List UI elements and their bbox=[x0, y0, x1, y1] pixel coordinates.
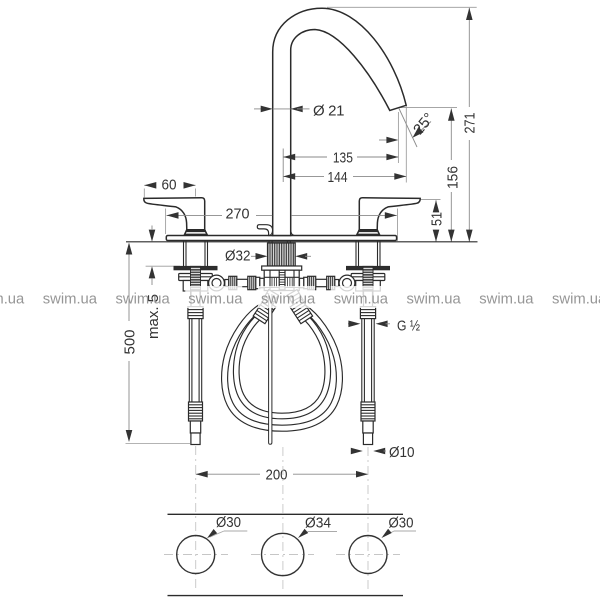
svg-text:156: 156 bbox=[444, 166, 461, 189]
svg-text:60: 60 bbox=[162, 177, 177, 194]
svg-text:500: 500 bbox=[122, 330, 139, 355]
svg-text:270: 270 bbox=[226, 206, 250, 223]
svg-text:Ø10: Ø10 bbox=[389, 444, 415, 461]
svg-text:Ø30: Ø30 bbox=[216, 514, 241, 531]
svg-text:51: 51 bbox=[428, 212, 445, 226]
svg-text:271: 271 bbox=[462, 113, 479, 134]
svg-text:200: 200 bbox=[266, 467, 288, 484]
svg-text:swim.ua: swim.ua bbox=[552, 292, 600, 308]
svg-text:swim.ua: swim.ua bbox=[407, 292, 462, 308]
svg-text:Ø32: Ø32 bbox=[225, 248, 251, 265]
svg-text:Ø30: Ø30 bbox=[389, 515, 414, 532]
svg-text:swim.ua: swim.ua bbox=[0, 292, 25, 308]
svg-text:swim.ua: swim.ua bbox=[116, 292, 171, 308]
svg-text:Ø34: Ø34 bbox=[305, 515, 331, 532]
svg-text:swim.ua: swim.ua bbox=[43, 292, 98, 308]
svg-text:G ½: G ½ bbox=[397, 318, 420, 335]
svg-text:swim.ua: swim.ua bbox=[188, 292, 243, 308]
svg-text:Ø 21: Ø 21 bbox=[313, 103, 345, 120]
svg-text:max. 5: max. 5 bbox=[145, 294, 162, 339]
svg-text:swim.ua: swim.ua bbox=[334, 292, 389, 308]
svg-text:swim.ua: swim.ua bbox=[261, 292, 316, 308]
svg-text:135: 135 bbox=[333, 150, 353, 167]
svg-text:swim.ua: swim.ua bbox=[479, 292, 534, 308]
svg-text:144: 144 bbox=[328, 169, 348, 186]
